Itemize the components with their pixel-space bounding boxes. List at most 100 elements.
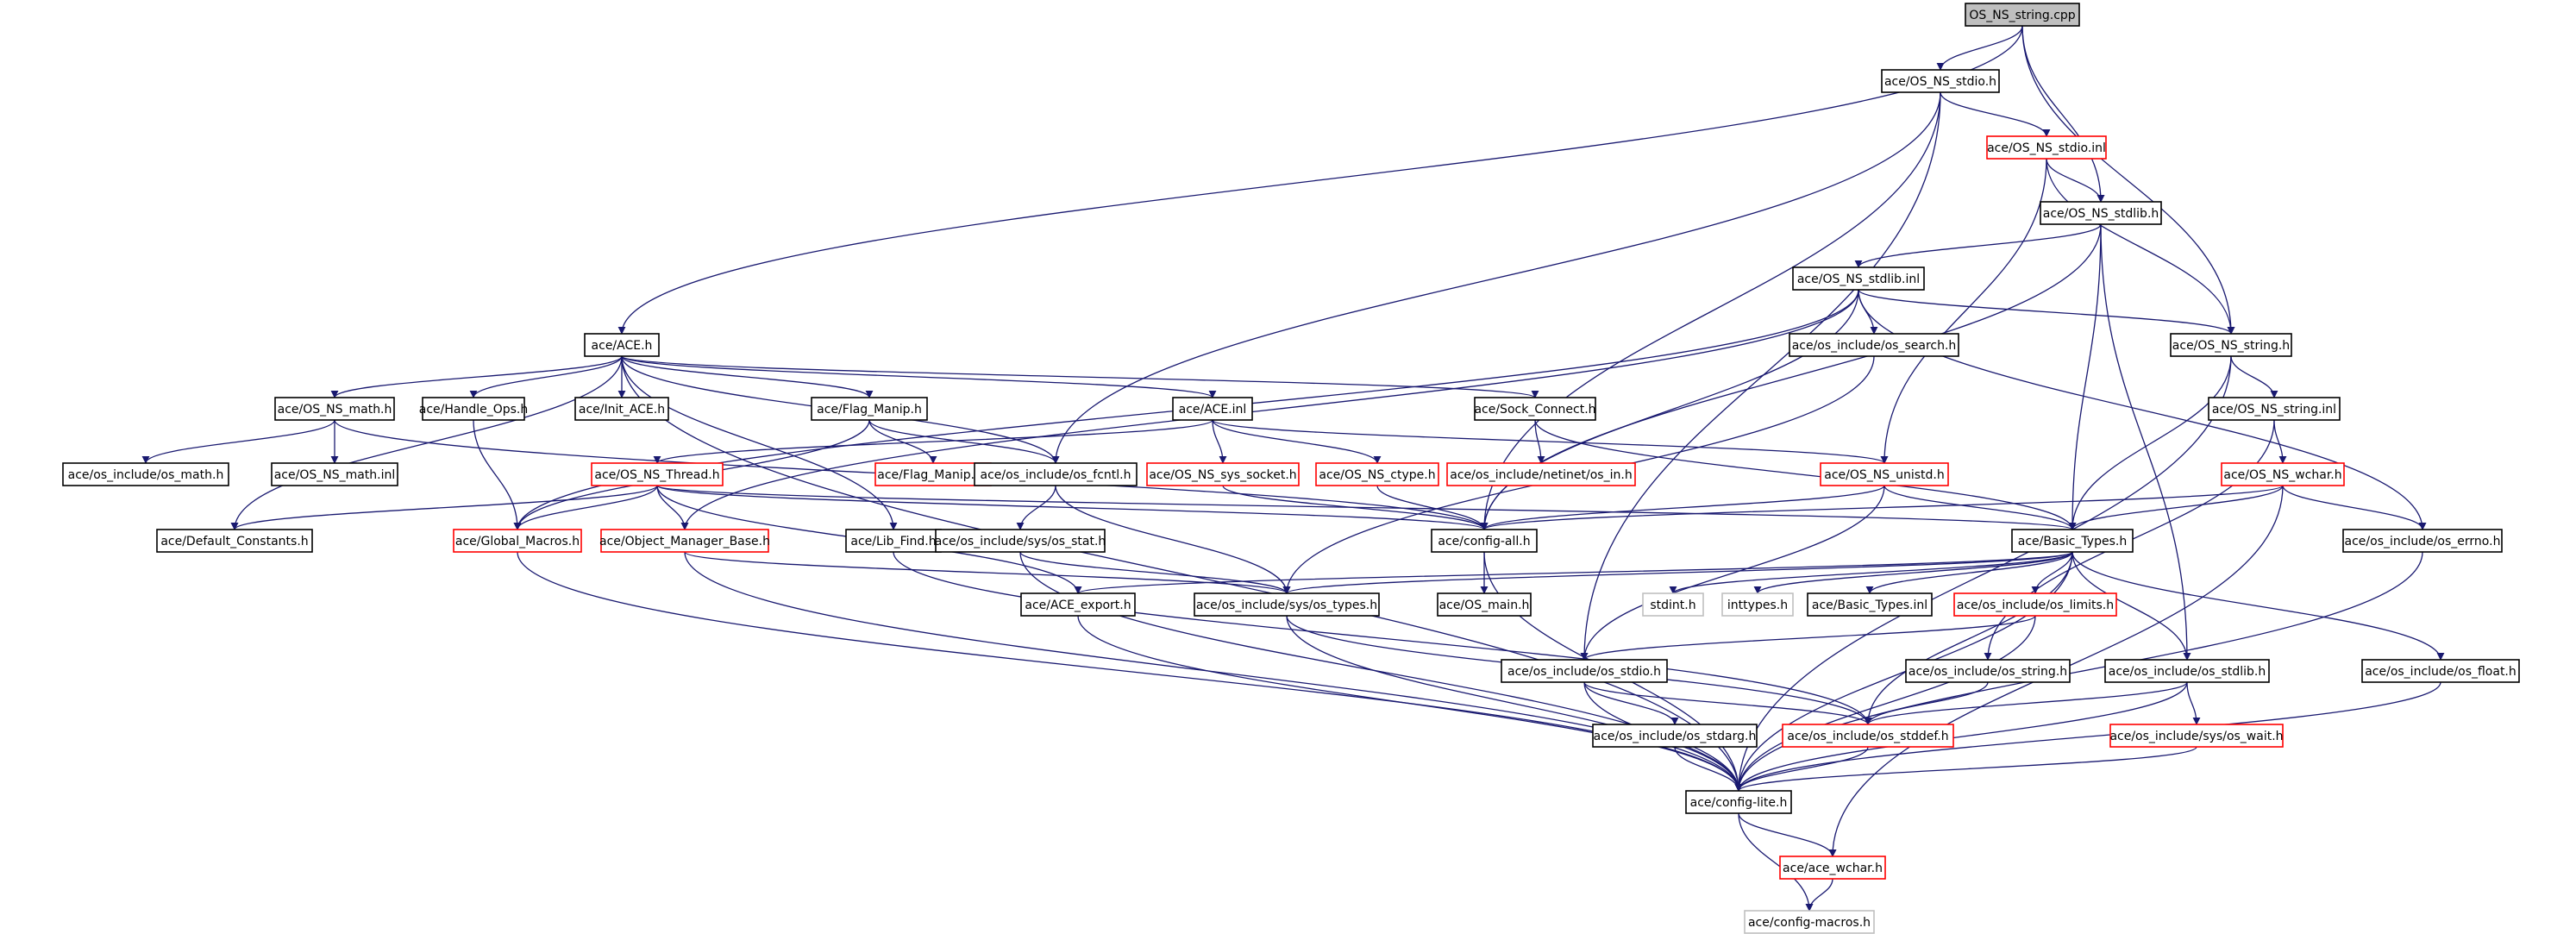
node-wchar_h[interactable]: ace/OS_NS_wchar.h <box>2221 462 2345 486</box>
edge-stdio_inl-to-string_h <box>2046 158 2235 335</box>
node-math_inl[interactable]: ace/OS_NS_math.inl <box>271 462 398 486</box>
node-default_constants[interactable]: ace/Default_Constants.h <box>156 529 313 553</box>
node-label: ace/Basic_Types.inl <box>1812 599 1927 612</box>
edge-os_fcntl-to-sys_os_stat <box>1016 485 1056 530</box>
node-ace_h[interactable]: ace/ACE.h <box>584 333 660 357</box>
node-init_ace[interactable]: ace/Init_ACE.h <box>574 397 669 421</box>
node-os_string[interactable]: ace/os_include/os_string.h <box>1905 659 2071 683</box>
node-inttypes[interactable]: inttypes.h <box>1721 592 1794 617</box>
node-label: ace/os_include/sys/os_types.h <box>1196 599 1377 612</box>
edge-basic_types-to-stdint <box>1669 551 2073 594</box>
edge-basic_types-to-basic_types_inl <box>1865 551 2073 594</box>
node-label: ace/Flag_Manip.inl <box>877 468 988 482</box>
node-sys_os_wait[interactable]: ace/os_include/sys/os_wait.h <box>2109 724 2284 748</box>
node-config_lite[interactable]: ace/config-lite.h <box>1685 790 1792 814</box>
node-box <box>1592 724 1758 748</box>
node-lib_find[interactable]: ace/Lib_Find.h <box>845 529 942 553</box>
node-box <box>2040 201 2162 225</box>
node-box <box>1194 592 1380 617</box>
edge-string_h-to-string_inl <box>2230 355 2278 398</box>
edge-thread_h-to-basic_types <box>656 485 2076 530</box>
node-box <box>1172 397 1253 421</box>
node-stdint[interactable]: stdint.h <box>1642 592 1704 617</box>
node-os_main[interactable]: ace/OS_main.h <box>1437 592 1532 617</box>
node-ace_export[interactable]: ace/ACE_export.h <box>1020 592 1136 617</box>
node-os_fcntl[interactable]: ace/os_include/os_fcntl.h <box>974 462 1138 486</box>
node-os_stdlib[interactable]: ace/os_include/os_stdlib.h <box>2104 659 2270 683</box>
edge-sys_os_stat-to-sys_os_types <box>1019 551 1291 594</box>
node-os_float[interactable]: ace/os_include/os_float.h <box>2361 659 2520 683</box>
node-box <box>1474 397 1596 421</box>
node-sys_socket[interactable]: ace/OS_NS_sys_socket.h <box>1146 462 1300 486</box>
node-basic_types[interactable]: ace/Basic_Types.h <box>2011 529 2134 553</box>
node-handle_ops[interactable]: ace/Handle_Ops.h <box>419 397 529 421</box>
edge-os_stdlib-to-config_lite <box>1734 681 2188 792</box>
node-stdio_h[interactable]: ace/OS_NS_stdio.h <box>1881 69 2000 93</box>
node-flag_manip[interactable]: ace/Flag_Manip.h <box>811 397 928 421</box>
node-string_h[interactable]: ace/OS_NS_string.h <box>2170 333 2292 357</box>
node-label: ace/config-lite.h <box>1690 796 1788 810</box>
edge-basic_types-to-os_stdlib <box>2071 551 2191 661</box>
edge-thread_h-to-config_all <box>656 485 1489 530</box>
node-stdlib_h[interactable]: ace/OS_NS_stdlib.h <box>2040 201 2162 225</box>
edge-stdio_inl-to-stdlib_h <box>2046 158 2105 203</box>
edge-root-to-stdio_h <box>1936 25 2023 71</box>
edge-ace_h-to-sock_connect <box>621 355 1539 398</box>
node-math_h[interactable]: ace/OS_NS_math.h <box>274 397 395 421</box>
edge-stdio_h-to-config_all <box>1480 91 1941 530</box>
edge-basic_types-to-os_limits <box>2031 551 2073 594</box>
node-label: ace/Flag_Manip.h <box>817 403 922 417</box>
node-os_stddef[interactable]: ace/os_include/os_stddef.h <box>1782 724 1954 748</box>
node-label: inttypes.h <box>1727 599 1788 612</box>
node-label: ace/os_include/netinet/os_in.h <box>1450 468 1632 482</box>
edge-basic_types-to-os_stddef <box>1864 551 2073 725</box>
node-sys_os_types[interactable]: ace/os_include/sys/os_types.h <box>1194 592 1380 617</box>
node-label: stdint.h <box>1650 599 1695 612</box>
node-ace_inl[interactable]: ace/ACE.inl <box>1172 397 1253 421</box>
node-os_stdarg[interactable]: ace/os_include/os_stdarg.h <box>1592 724 1758 748</box>
node-thread_h[interactable]: ace/OS_NS_Thread.h <box>591 462 724 486</box>
node-box <box>1782 724 1954 748</box>
node-box <box>1431 529 1538 553</box>
node-config_macros[interactable]: ace/config-macros.h <box>1744 910 1875 934</box>
node-basic_types_inl[interactable]: ace/Basic_Types.inl <box>1807 592 1933 617</box>
node-stdio_inl[interactable]: ace/OS_NS_stdio.inl <box>1986 135 2107 160</box>
node-box <box>1146 462 1300 486</box>
node-unistd_h[interactable]: ace/OS_NS_unistd.h <box>1820 462 1949 486</box>
node-os_limits[interactable]: ace/os_include/os_limits.h <box>1953 592 2117 617</box>
node-os_search[interactable]: ace/os_include/os_search.h <box>1789 333 1959 357</box>
node-config_all[interactable]: ace/config-all.h <box>1431 529 1538 553</box>
node-os_math[interactable]: ace/os_include/os_math.h <box>62 462 229 486</box>
node-label: ace/os_include/sys/os_stat.h <box>935 535 1106 548</box>
edge-sys_os_types-to-config_lite <box>1286 615 1743 792</box>
node-sys_os_stat[interactable]: ace/os_include/sys/os_stat.h <box>935 529 1106 553</box>
node-label: ace/OS_NS_stdlib.inl <box>1797 273 1920 286</box>
node-box <box>1807 592 1933 617</box>
node-label: ace/os_include/os_stddef.h <box>1787 730 1948 743</box>
node-box <box>2221 462 2345 486</box>
node-os_stdio[interactable]: ace/os_include/os_stdio.h <box>1501 659 1668 683</box>
node-label: ace/config-macros.h <box>1748 916 1871 930</box>
node-flag_manip_inl[interactable]: ace/Flag_Manip.inl <box>874 462 992 486</box>
edge-unistd_h-to-os_stdio <box>1580 485 1885 661</box>
edge-basic_types-to-inttypes <box>1753 551 2073 594</box>
edge-ace_h-to-config_lite <box>621 355 1743 792</box>
node-sock_connect[interactable]: ace/Sock_Connect.h <box>1474 397 1596 421</box>
node-box <box>62 462 229 486</box>
edge-os_string-to-os_stddef <box>1864 681 1989 725</box>
node-box <box>2361 659 2520 683</box>
node-netinet_in[interactable]: ace/os_include/netinet/os_in.h <box>1446 462 1636 486</box>
node-os_errno[interactable]: ace/os_include/os_errno.h <box>2342 529 2503 553</box>
node-label: ace/OS_NS_string.h <box>2172 339 2290 353</box>
node-string_inl[interactable]: ace/OS_NS_string.inl <box>2208 397 2341 421</box>
node-stdlib_inl[interactable]: ace/OS_NS_stdlib.inl <box>1792 266 1925 291</box>
node-ctype_h[interactable]: ace/OS_NS_ctype.h <box>1315 462 1439 486</box>
node-label: ace/os_include/os_stdarg.h <box>1594 730 1757 743</box>
node-ace_wchar[interactable]: ace/ace_wchar.h <box>1779 856 1886 880</box>
node-object_manager_base[interactable]: ace/Object_Manager_Base.h <box>599 529 770 553</box>
edge-flag_manip-to-os_fcntl <box>868 419 1060 464</box>
node-global_macros[interactable]: ace/Global_Macros.h <box>453 529 582 553</box>
edge-ace_h-to-lib_find <box>621 355 898 530</box>
node-box <box>845 529 942 553</box>
